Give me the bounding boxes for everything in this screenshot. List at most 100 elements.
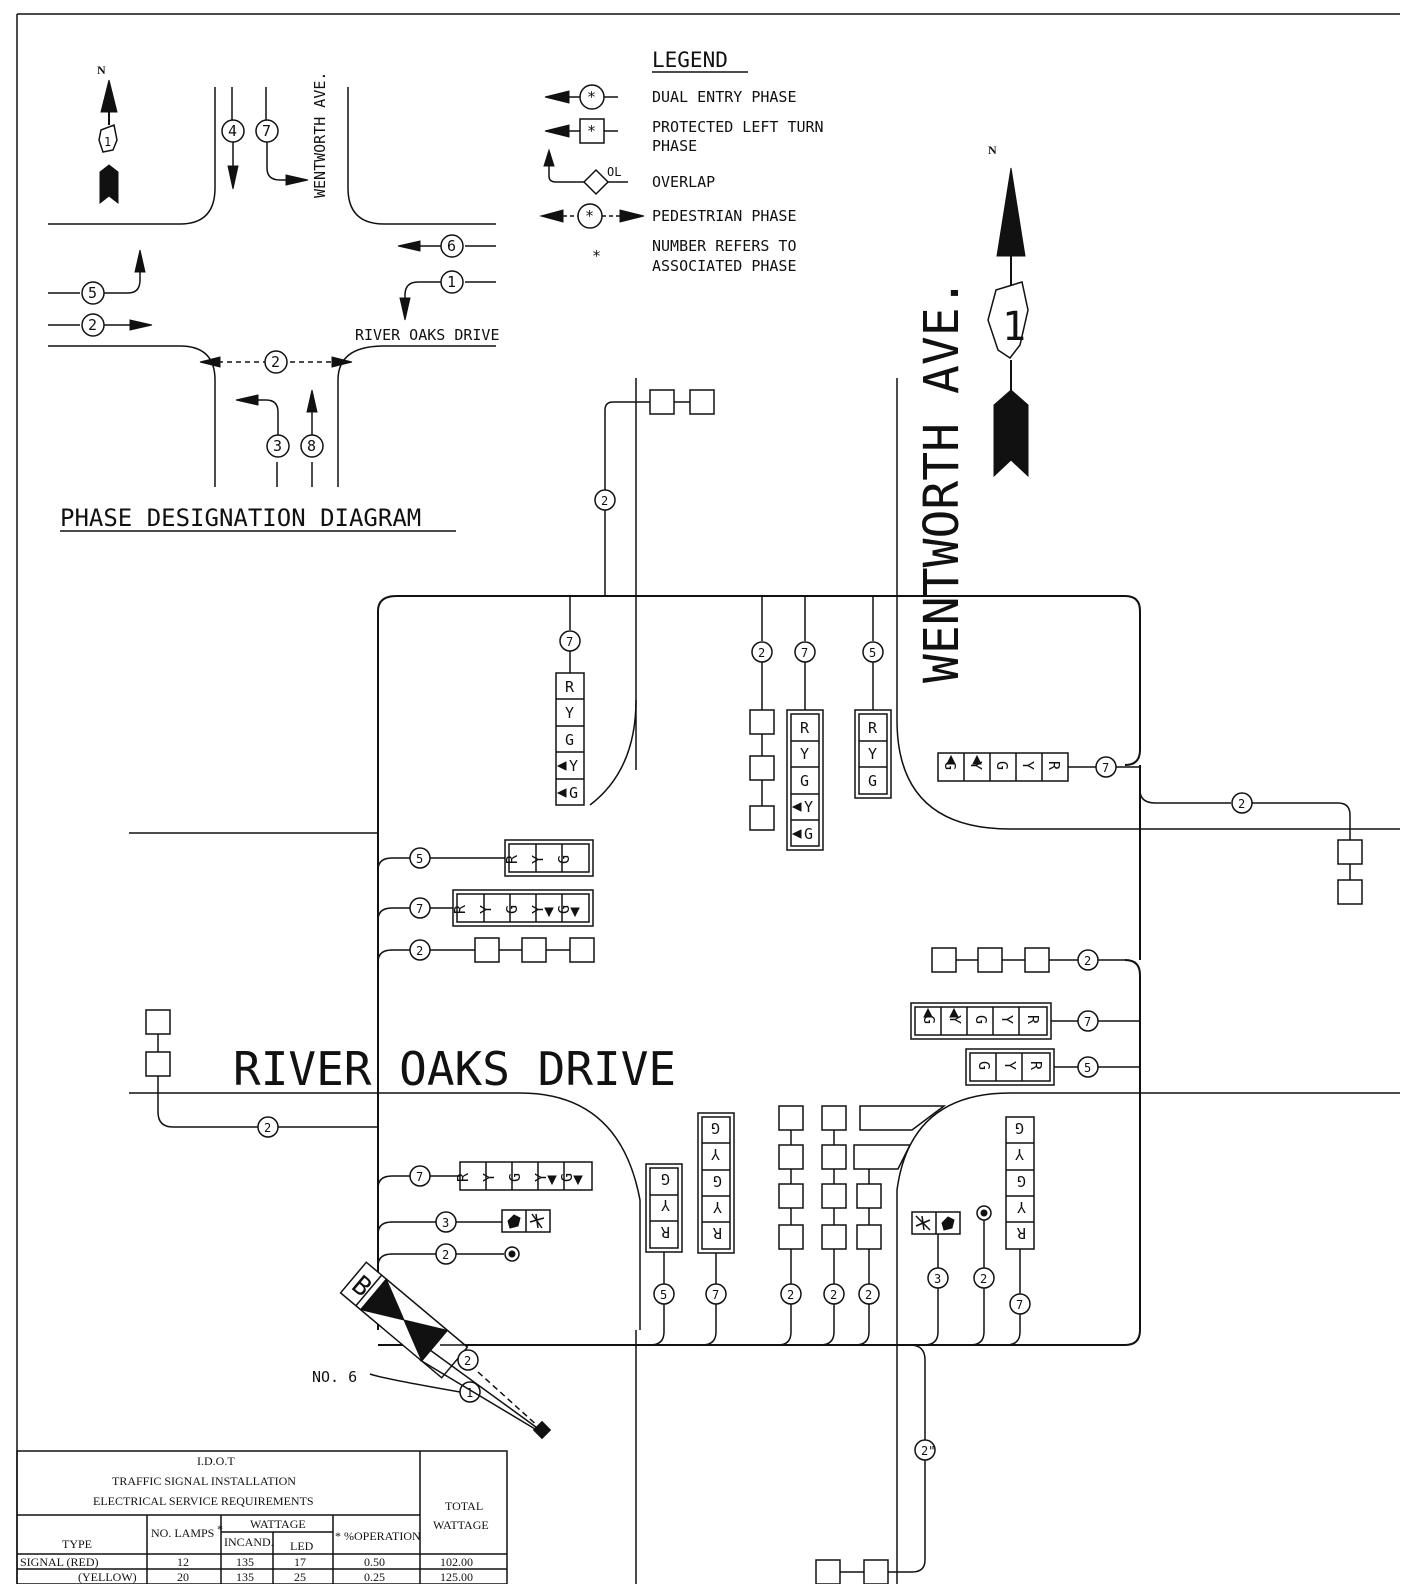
svg-text:Y: Y — [1001, 1061, 1019, 1070]
table-header-operation: * %OPERATION — [335, 1529, 421, 1543]
svg-text:Y: Y — [711, 1145, 720, 1163]
signal-head-7-ne: R Y G Y G — [937, 752, 1069, 782]
svg-text:R: R — [451, 904, 469, 914]
table-header-lamps-mark: * — [217, 1522, 223, 1536]
svg-text:2: 2 — [787, 1288, 794, 1302]
svg-text:G: G — [555, 905, 573, 914]
signal-head-7-se: G Y G Y R — [1005, 1116, 1035, 1250]
svg-text:G: G — [972, 1015, 990, 1024]
signal-head-5-w: R Y G — [503, 839, 594, 877]
svg-text:7: 7 — [1084, 1015, 1091, 1029]
phase-designation-diagram: 4 7 6 1 5 2 2 3 — [48, 72, 500, 532]
phase-8-label: 8 — [307, 437, 316, 455]
small-route-shield-number: 1 — [104, 135, 111, 149]
controller-cabinet: B 2 1 NO. 6 — [312, 1261, 552, 1440]
table-header-total-1: TOTAL — [445, 1499, 483, 1513]
svg-text:2: 2 — [1084, 954, 1091, 968]
svg-text:Y: Y — [967, 761, 985, 770]
row-2-led: 25 — [294, 1570, 306, 1584]
signal-head-7-n: R Y G Y G — [786, 709, 824, 851]
svg-text:5: 5 — [869, 646, 876, 660]
intersection-plan: WENTWORTH AVE. RIVER OAKS DRIVE 2 7 R Y … — [129, 278, 1400, 1585]
svg-text:7: 7 — [801, 646, 808, 660]
row-1-type: SIGNAL (RED) — [20, 1555, 99, 1569]
signal-head-7-e: R Y G Y G — [910, 1002, 1052, 1040]
svg-text:2: 2 — [830, 1288, 837, 1302]
ped-signal-3-sw-icon — [501, 1209, 551, 1233]
row-1-operation: 0.50 — [364, 1555, 385, 1569]
svg-text:2: 2 — [758, 646, 765, 660]
legend-protected-left-label-1: PROTECTED LEFT TURN — [652, 118, 824, 136]
svg-text:2": 2" — [921, 1444, 935, 1458]
legend: LEGEND * DUAL ENTRY PHASE * PROTECTED LE… — [539, 48, 824, 275]
plan-street-ew-label: RIVER OAKS DRIVE — [233, 1042, 676, 1096]
svg-text:5: 5 — [1084, 1061, 1091, 1075]
svg-text:Y: Y — [661, 1196, 670, 1214]
svg-text:R: R — [1045, 761, 1063, 771]
signal-head-5-s: G Y R — [645, 1163, 683, 1253]
table-header-type: TYPE — [62, 1537, 92, 1551]
svg-text:Y: Y — [800, 745, 809, 763]
svg-text:Y: Y — [1015, 1145, 1024, 1163]
svg-text:R: R — [660, 1223, 670, 1241]
phase-6-label: 6 — [447, 237, 456, 255]
signal-head-7-sw: R Y G Y G — [454, 1161, 593, 1191]
phase-1-label: 1 — [447, 273, 456, 291]
svg-text:G: G — [804, 825, 813, 843]
svg-text:OL: OL — [607, 165, 621, 179]
svg-text:*: * — [585, 207, 594, 225]
svg-text:Y: Y — [569, 757, 578, 775]
table-header-incand: INCAND. — [224, 1535, 274, 1549]
svg-text:Y: Y — [946, 1015, 964, 1024]
svg-text:Y: Y — [480, 1173, 498, 1182]
legend-title: LEGEND — [652, 48, 728, 72]
row-2-incand: 135 — [236, 1570, 254, 1584]
legend-dual-entry-label: DUAL ENTRY PHASE — [652, 88, 797, 106]
svg-text:2: 2 — [980, 1272, 987, 1286]
svg-text:G: G — [1017, 1172, 1026, 1190]
phase-3-label: 3 — [273, 437, 282, 455]
svg-text:G: G — [713, 1172, 722, 1190]
svg-text:R: R — [454, 1172, 472, 1182]
svg-text:G: G — [993, 761, 1011, 770]
legend-protected-left-label-2: PHASE — [652, 137, 697, 155]
svg-text:Y: Y — [529, 855, 547, 864]
svg-text:Y: Y — [713, 1198, 722, 1216]
sheet-border — [16, 13, 1400, 1584]
ped-stack-s2: 2 — [819, 1105, 847, 1346]
svg-text:2: 2 — [865, 1288, 872, 1302]
legend-number-label-2: ASSOCIATED PHASE — [652, 257, 797, 275]
svg-text:G: G — [555, 855, 573, 864]
svg-text:2: 2 — [464, 1354, 471, 1368]
signal-head-7-w: R Y G Y G — [451, 889, 594, 927]
svg-text:Y: Y — [532, 1173, 550, 1182]
svg-text:5: 5 — [660, 1288, 667, 1302]
svg-text:G: G — [868, 772, 877, 790]
legend-overlap-label: OVERLAP — [652, 173, 715, 191]
svg-text:R: R — [712, 1224, 722, 1242]
svg-text:G: G — [1015, 1119, 1024, 1137]
phase-street-ns-label: WENTWORTH AVE. — [311, 72, 329, 198]
row-1-led: 17 — [294, 1555, 306, 1569]
phase-4-label: 4 — [228, 122, 237, 140]
phase-street-ew-label: RIVER OAKS DRIVE — [355, 326, 500, 344]
svg-text:G: G — [975, 1061, 993, 1070]
svg-text:7: 7 — [1102, 761, 1109, 775]
svg-text:1: 1 — [466, 1386, 473, 1400]
row-1-incand: 135 — [236, 1555, 254, 1569]
svg-text:Y: Y — [1017, 1198, 1026, 1216]
electrical-service-table: I.D.O.T TRAFFIC SIGNAL INSTALLATION ELEC… — [16, 1450, 508, 1585]
table-title-1: I.D.O.T — [197, 1454, 235, 1468]
svg-text:G: G — [558, 1173, 576, 1182]
svg-text:2: 2 — [264, 1121, 271, 1135]
phase-7-label: 7 — [262, 122, 271, 140]
svg-text:G: G — [711, 1119, 720, 1137]
signal-head-7-nw: R Y G Y G — [555, 672, 585, 806]
svg-text:Y: Y — [804, 798, 813, 816]
svg-text:3: 3 — [442, 1216, 449, 1230]
svg-text:3: 3 — [934, 1272, 941, 1286]
svg-text:R: R — [1016, 1224, 1026, 1242]
route-shield-number: 1 — [1002, 304, 1026, 350]
signal-head-7-s: G Y G Y R — [697, 1112, 735, 1254]
small-north-label: N — [97, 63, 106, 77]
